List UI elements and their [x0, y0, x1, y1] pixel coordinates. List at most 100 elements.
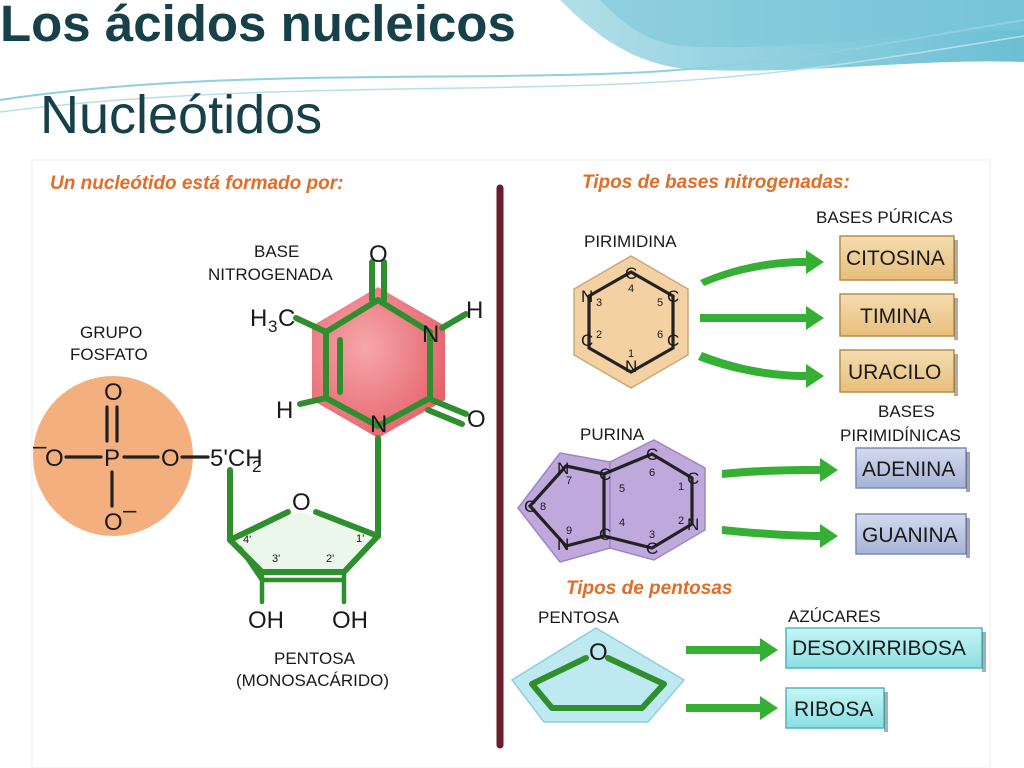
pur-num-6: 6 [649, 467, 655, 479]
sugar-oh-right: OH [332, 607, 368, 634]
purine-structure: PURINA N 7 C 8 N 9 C 5 C 4 C 6 C 1 N 2 C… [517, 425, 706, 563]
sugar-ch2: 5'CH [210, 445, 263, 472]
pyrimidine-label: PIRIMIDINA [584, 232, 677, 251]
pyr-num-2: 2 [596, 329, 602, 341]
sugar-ch2-sub: 2 [252, 457, 261, 476]
arrow-to-adenina [722, 458, 838, 482]
box-citosina: CITOSINA [839, 235, 958, 284]
sugar-oh-left: OH [248, 607, 284, 634]
svg-text:URACILO: URACILO [848, 361, 941, 384]
slide-subtitle: Nucleótidos [40, 85, 323, 145]
svg-text:GUANINA: GUANINA [862, 524, 958, 547]
arrow-to-desoxirribosa [686, 638, 778, 662]
pur-atom-c2: N [687, 515, 699, 534]
svg-text:CITOSINA: CITOSINA [846, 247, 945, 270]
base-label-2: NITROGENADA [208, 265, 333, 284]
pur-num-9: 9 [566, 525, 572, 537]
pyr-atom-c2: C [581, 331, 593, 350]
pyr-atom-n3: N [581, 287, 593, 306]
phosphate-minus-left: – [33, 433, 47, 460]
group-pirimidinicas-label-2: PIRIMIDÍNICAS [840, 426, 961, 445]
slide-title: Los ácidos nucleicos [0, 0, 516, 52]
sugar-ring-o: O [292, 489, 311, 516]
arrow-to-citosina [700, 250, 824, 286]
sugar-label-2: (MONOSACÁRIDO) [236, 671, 389, 690]
pentose-sugar: 5'CH 2 O OH OH 1' 2' 3' 4' PENTOSA (MONO… [210, 445, 389, 690]
pyr-num-6: 6 [657, 329, 663, 341]
box-timina: TIMINA [839, 293, 958, 340]
pur-atom-n9: N [557, 535, 569, 554]
pyr-atom-c4: C [625, 264, 637, 283]
arrow-to-timina [700, 306, 824, 330]
phosphate-o-top: O [104, 379, 123, 406]
left-heading: Un nucleótido está formado por: [50, 173, 343, 194]
pentose-label: PENTOSA [538, 608, 620, 627]
pyr-atom-n1: N [625, 357, 637, 376]
pur-atom-c5: C [599, 465, 611, 484]
header-wave-decoration [0, 0, 1024, 113]
phosphate-group: GRUPO FOSFATO O P O – O O – [33, 323, 210, 536]
box-ribosa: RIBOSA [785, 687, 888, 732]
box-uracilo: URACILO [839, 349, 958, 396]
base-h-c: H [276, 397, 293, 424]
phosphate-o-right: O [161, 445, 180, 472]
svg-text:ADENINA: ADENINA [862, 458, 955, 481]
pur-num-1: 1 [678, 481, 684, 493]
sugar-pos-4: 4' [243, 534, 251, 546]
sugar-pos-2: 2' [326, 553, 334, 565]
phosphate-label-1: GRUPO [80, 323, 142, 342]
pur-num-2: 2 [678, 515, 684, 527]
phosphate-label-2: FOSFATO [70, 345, 148, 364]
box-guanina: GUANINA [855, 513, 970, 558]
pentose-ring: O [510, 627, 686, 723]
group-puricas-label: BASES PÚRICAS [816, 208, 953, 227]
arrow-to-ribosa [686, 696, 778, 720]
svg-text:RIBOSA: RIBOSA [794, 698, 873, 721]
nitrogen-base: BASE NITROGENADA O N H O N H 3 C H [208, 241, 486, 539]
sugars-label: AZÚCARES [788, 607, 881, 626]
box-desoxirribosa: DESOXIRRIBOSA [785, 627, 986, 672]
base-h-n: H [466, 297, 483, 324]
purine-label: PURINA [580, 425, 645, 444]
pur-atom-n3: C [646, 539, 658, 558]
box-adenina: ADENINA [855, 447, 970, 492]
sugar-pos-3: 3' [272, 553, 280, 565]
group-pirimidinicas-label-1: BASES [878, 402, 935, 421]
pur-atom-c4: C [599, 525, 611, 544]
pyrimidine-structure: PIRIMIDINA C 4 C 5 C 6 N 1 C 2 N 3 [573, 232, 689, 389]
base-o-right: O [467, 406, 486, 433]
base-methyl-h: H [250, 305, 267, 332]
pyr-num-5: 5 [657, 297, 663, 309]
arrow-to-guanina [722, 524, 838, 548]
phosphate-o-left: O [45, 445, 64, 472]
pyr-num-3: 3 [596, 297, 602, 309]
pur-num-8: 8 [540, 501, 546, 513]
pentoses-heading: Tipos de pentosas [566, 578, 732, 599]
svg-text:DESOXIRRIBOSA: DESOXIRRIBOSA [792, 637, 966, 660]
pentose-ring-o: O [589, 639, 608, 666]
phosphate-p: P [104, 445, 120, 472]
phosphate-o-bottom: O [104, 509, 123, 536]
pur-num-5: 5 [619, 483, 625, 495]
arrow-to-uracilo [698, 352, 824, 388]
pur-atom-n1: C [687, 469, 699, 488]
pur-num-3: 3 [649, 529, 655, 541]
sugar-label-1: PENTOSA [274, 649, 356, 668]
base-label-1: BASE [254, 242, 299, 261]
base-o-top: O [369, 241, 388, 268]
base-n-bottom: N [370, 411, 387, 438]
pur-num-7: 7 [566, 475, 572, 487]
pyr-num-1: 1 [628, 348, 634, 360]
svg-text:TIMINA: TIMINA [860, 305, 931, 328]
pur-atom-c8: C [524, 497, 536, 516]
pyr-atom-c6: C [667, 331, 679, 350]
base-n-top: N [422, 321, 439, 348]
bases-heading: Tipos de bases nitrogenadas: [582, 172, 850, 193]
pyr-num-4: 4 [628, 283, 634, 295]
pyr-atom-c5: C [667, 287, 679, 306]
base-arrows [686, 250, 838, 720]
pur-num-4: 4 [619, 517, 625, 529]
phosphate-minus-bottom: – [123, 497, 137, 524]
